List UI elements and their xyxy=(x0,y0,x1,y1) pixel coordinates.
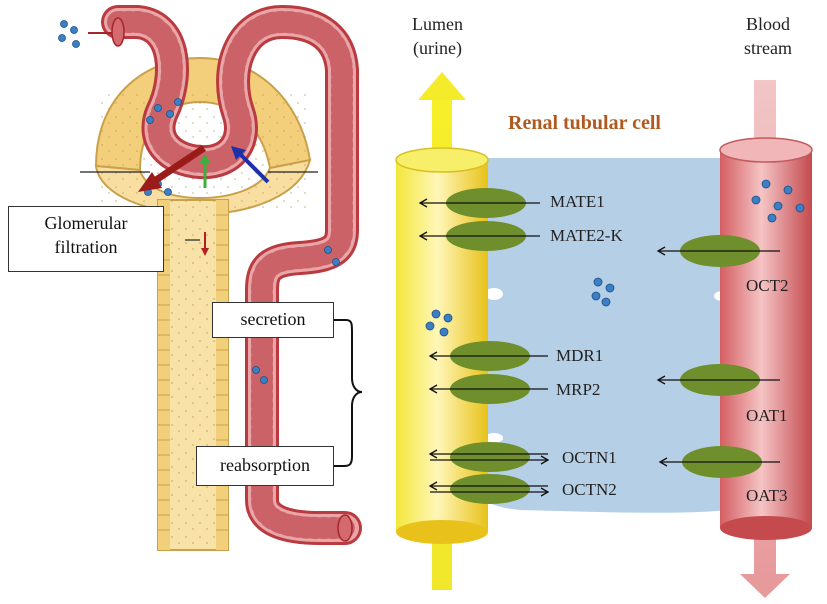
reabsorption-box: reabsorption xyxy=(196,446,334,486)
drug-molecules-glomerulus xyxy=(144,98,340,384)
octn2-label: OCTN2 xyxy=(562,480,617,499)
oat3-label: OAT3 xyxy=(746,486,788,505)
secretion-box: secretion xyxy=(212,302,334,338)
transporter-octn1 xyxy=(450,442,530,472)
bracket xyxy=(334,319,363,467)
drug-molecules-blood xyxy=(751,179,805,223)
renal-tubular-cell-label: Renal tubular cell xyxy=(508,112,661,134)
octn1-label: OCTN1 xyxy=(562,448,617,467)
lumen-label: Lumen (urine) xyxy=(412,14,463,58)
mrp2-label: MRP2 xyxy=(556,380,601,399)
oat1-label: OAT1 xyxy=(746,406,788,425)
blood-stream-label: Blood stream xyxy=(744,14,792,58)
mate1-label: MATE1 xyxy=(550,192,605,211)
mate2k-label: MATE2-K xyxy=(550,226,623,245)
transporter-octn2 xyxy=(450,474,530,504)
renal-tubular-cell xyxy=(470,158,740,513)
drug-molecules-lumen xyxy=(425,309,453,337)
transport-arrows xyxy=(418,198,780,497)
blood-vessel-cylinder xyxy=(719,137,813,540)
glomerular-filtration-box: Glomerular filtration xyxy=(8,206,164,272)
secretion-label: secretion xyxy=(240,309,306,329)
filtration-arrows xyxy=(138,145,270,256)
mdr1-label: MDR1 xyxy=(556,346,604,365)
drug-molecules-afferent xyxy=(58,20,80,48)
reabsorption-label: reabsorption xyxy=(220,455,310,475)
drug-molecules-cell xyxy=(591,277,615,307)
oct2-label: OCT2 xyxy=(746,276,789,295)
glomerular-filtration-label: Glomerular filtration xyxy=(44,213,128,257)
